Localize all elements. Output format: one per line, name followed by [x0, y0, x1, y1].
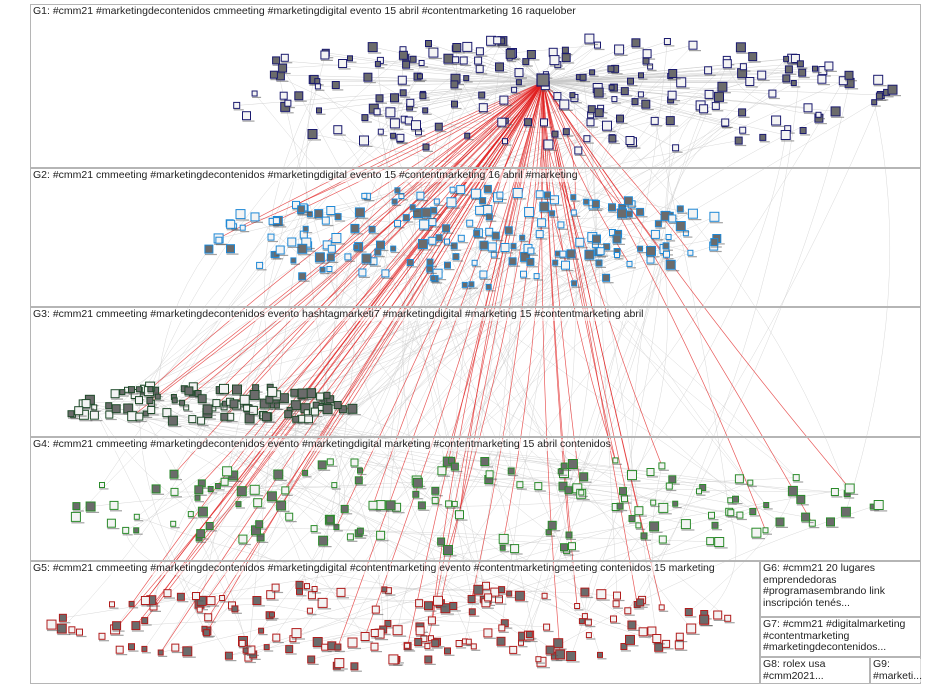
group-box-g7: G7: #cmm21 #digitalmarketing #contentmar…: [760, 617, 921, 657]
group-label-g7: G7: #cmm21 #digitalmarketing #contentmar…: [763, 619, 905, 654]
group-label-g3: G3: #cmm21 cmmeeting #marketingdeconteni…: [33, 309, 644, 321]
group-box-g1: G1: #cmm21 #marketingdecontenidos cmmeet…: [30, 4, 921, 168]
group-box-g6: G6: #cmm21 20 lugares emprendedoras #pro…: [760, 561, 921, 617]
group-box-g9: G9: #marketi...: [870, 657, 921, 684]
group-label-g2: G2: #cmm21 cmmeeting #marketingdeconteni…: [33, 170, 578, 182]
group-box-g4: G4: #cmm21 cmmeeting #marketingdeconteni…: [30, 437, 921, 561]
group-label-g6: G6: #cmm21 20 lugares emprendedoras #pro…: [763, 563, 885, 609]
group-label-g1: G1: #cmm21 #marketingdecontenidos cmmeet…: [33, 6, 576, 18]
group-box-g2: G2: #cmm21 cmmeeting #marketingdeconteni…: [30, 168, 921, 307]
group-box-g8: G8: rolex usa #cmm2021...: [760, 657, 870, 684]
group-box-g3: G3: #cmm21 cmmeeting #marketingdeconteni…: [30, 307, 921, 437]
group-label-g9: G9: #marketi...: [873, 659, 922, 682]
group-box-g5: G5: #cmm21 cmmeeting #marketingdeconteni…: [30, 561, 760, 684]
group-label-g5: G5: #cmm21 cmmeeting #marketingdeconteni…: [33, 563, 715, 575]
group-label-g8: G8: rolex usa #cmm2021...: [763, 659, 825, 682]
group-label-g4: G4: #cmm21 cmmeeting #marketingdeconteni…: [33, 439, 611, 451]
